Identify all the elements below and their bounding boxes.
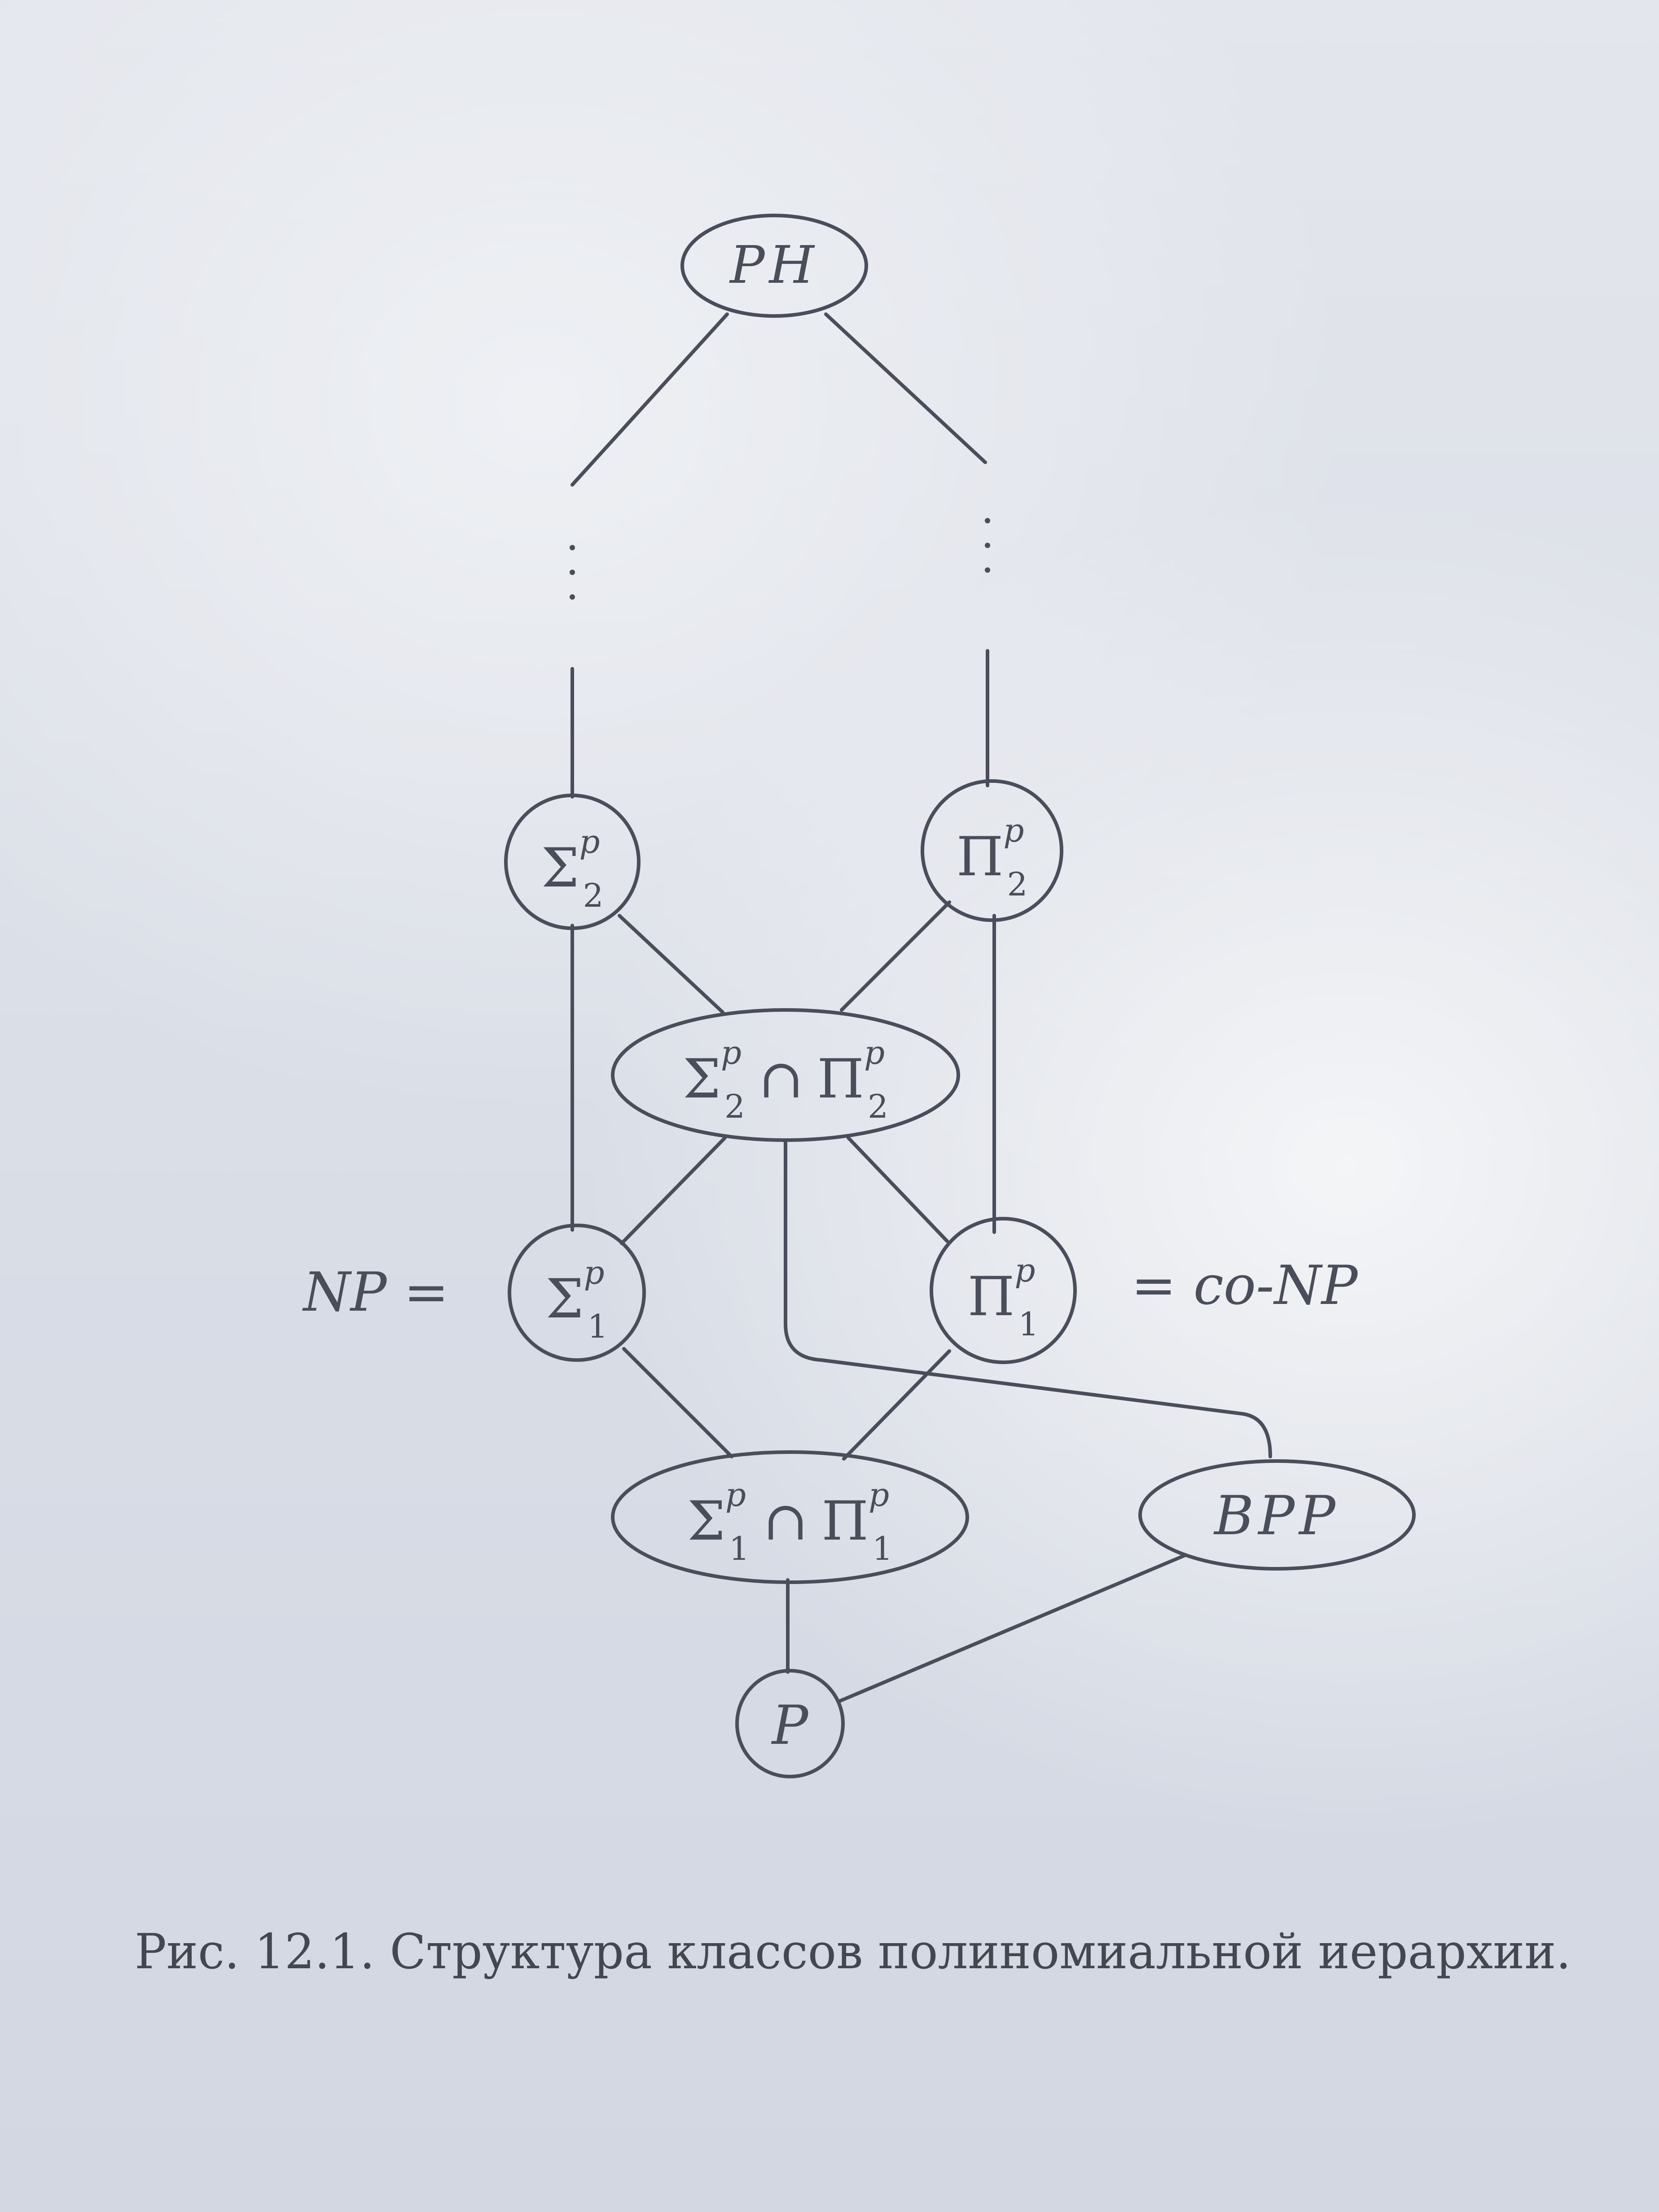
cap1-sup1: p (725, 1476, 746, 1514)
cap1-sub2: 1 (872, 1530, 893, 1567)
node-pi1-sub: 1 (1018, 1305, 1039, 1343)
node-pi1-label: Πp 1 (968, 1251, 1039, 1343)
node-sigma2-shape (504, 794, 641, 930)
node-sigma1: Σp 1 (508, 1224, 646, 1362)
node-pi1-base: Π (968, 1266, 1015, 1328)
node-pi2: Πp 2 (921, 779, 1063, 922)
node-pi2-shape (921, 779, 1063, 922)
cap2-sup2: p (864, 1034, 885, 1071)
edge-pi1-to-cap1 (842, 1349, 951, 1461)
node-sigma2-cap-pi2-label: Σp 2 ∩Πp 2 (683, 1034, 888, 1125)
node-sigma2-sub: 2 (583, 877, 604, 914)
node-p-shape (735, 1669, 845, 1778)
edge-sigma1-to-cap1 (622, 1347, 733, 1458)
node-ph-label: PH (729, 235, 819, 295)
node-sigma2-label: Σp 2 (541, 823, 604, 914)
node-sigma2-cap-pi2-shape (611, 1008, 960, 1142)
node-sigma1-cap-pi1: Σp 1 ∩Πp 1 (611, 1450, 969, 1584)
left-continuation-dots (570, 545, 575, 600)
node-sigma2-cap-pi2: Σp 2 ∩Πp 2 (611, 1008, 960, 1142)
cap2-op: ∩ (759, 1048, 804, 1110)
cap1-sub1: 1 (729, 1530, 750, 1567)
node-pi2-sup: p (1003, 812, 1024, 849)
equals-co-np-label: = co-NP (1131, 1255, 1359, 1317)
node-sigma1-sub: 1 (588, 1308, 608, 1345)
node-pi1-sup: p (1014, 1251, 1035, 1289)
edge-ph-left (571, 312, 729, 487)
dot (985, 518, 990, 523)
node-p: P (735, 1669, 845, 1778)
edge-cap2-to-pi1 (847, 1136, 949, 1243)
cap1-base2: Π (821, 1490, 869, 1553)
edge-cap2-to-sigma1 (620, 1136, 727, 1245)
dot (570, 545, 575, 550)
right-continuation-dots (985, 518, 990, 573)
node-ph: PH (680, 214, 868, 318)
node-sigma1-cap-pi1-label: Σp 1 ∩Πp 1 (687, 1476, 893, 1567)
node-pi2-base: Π (957, 826, 1004, 888)
node-sigma1-shape (508, 1224, 646, 1362)
node-sigma2: Σp 2 (504, 794, 641, 930)
edge-cap2-to-bpp (784, 1138, 1272, 1458)
cap1-op: ∩ (763, 1490, 808, 1553)
node-bpp-label: BPP (1213, 1485, 1340, 1547)
cap1-base1: Σ (687, 1490, 725, 1553)
cap2-sub2: 2 (868, 1088, 888, 1125)
node-p-label: P (771, 1694, 809, 1757)
node-pi1: Πp 1 (930, 1217, 1077, 1364)
diagram-edges (571, 312, 1272, 1703)
cap2-base1: Σ (683, 1048, 721, 1110)
node-sigma2-base: Σ (541, 837, 579, 900)
node-sigma1-base: Σ (546, 1268, 584, 1330)
edge-sigma2-to-cap2 (618, 914, 724, 1014)
node-bpp: BPP (1138, 1459, 1416, 1571)
dot (570, 570, 575, 575)
dot (570, 594, 575, 600)
cap2-sup1: p (721, 1034, 742, 1071)
dot (985, 543, 990, 548)
node-pi2-label: Πp 2 (957, 812, 1028, 903)
cap2-sub1: 2 (724, 1088, 745, 1125)
node-ph-shape (680, 214, 868, 318)
node-sigma2-sup: p (579, 823, 600, 860)
edge-pi2-to-cap2 (840, 900, 951, 1012)
edge-ph-right (824, 312, 987, 464)
node-pi2-sub: 2 (1007, 865, 1027, 903)
dot (985, 567, 990, 573)
node-pi1-shape (930, 1217, 1077, 1364)
node-bpp-shape (1138, 1459, 1416, 1571)
node-sigma1-cap-pi1-shape (611, 1450, 969, 1584)
cap1-sup2: p (869, 1476, 889, 1514)
np-equals-label: NP = (302, 1261, 449, 1324)
node-sigma1-sup: p (584, 1254, 604, 1291)
cap2-base2: Π (817, 1048, 864, 1110)
edge-bpp-to-p (838, 1554, 1187, 1703)
node-sigma1-label: Σp 1 (546, 1254, 608, 1345)
figure-caption: Рис. 12.1. Структура классов полиномиаль… (135, 1924, 1571, 1980)
